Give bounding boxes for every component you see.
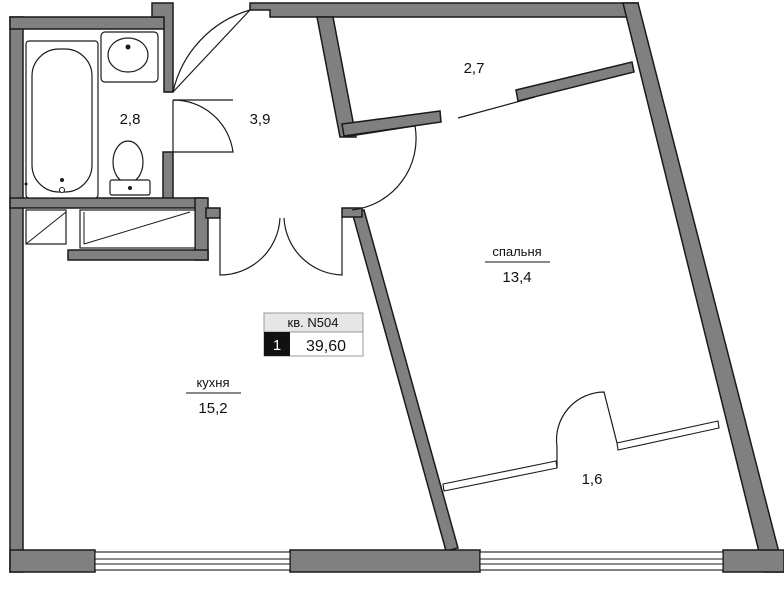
balcony-area: 1,6	[582, 471, 603, 488]
wardrobe-wall-right	[515, 61, 635, 102]
total-area: 39,60	[306, 338, 346, 355]
apartment-number: кв. N504	[288, 315, 339, 330]
bathroom-fixtures	[24, 31, 159, 199]
bedroom-door-jamb	[341, 207, 363, 218]
bath-bottom-wall	[9, 197, 207, 209]
outer-wall-right	[622, 2, 784, 573]
bedroom-door	[343, 125, 417, 211]
rooms-count: 1	[273, 337, 281, 354]
bedroom-area: 13,4	[502, 269, 531, 286]
outer-wall-top-bath	[9, 16, 169, 30]
hall-door-jamb	[205, 207, 221, 219]
sink-bowl	[107, 37, 149, 73]
balcony-door	[555, 391, 618, 468]
bathtub-inner	[31, 48, 93, 193]
kitchen-counter-left	[25, 209, 67, 245]
bedroom-window	[479, 551, 724, 571]
room-labels: 2,8 3,9 2,7 спальня 13,4 кухня 15,2 1,6	[120, 60, 603, 488]
kitchen-area: 15,2	[198, 400, 227, 417]
bathroom-area: 2,8	[120, 111, 141, 128]
wardrobe-wall-left	[341, 110, 442, 137]
windows	[94, 420, 724, 571]
outer-wall-left	[9, 16, 24, 573]
hall-area: 3,9	[250, 111, 271, 128]
wardrobe-area: 2,7	[464, 60, 485, 77]
wardrobe-slider	[457, 96, 536, 119]
kitchen-top-wall	[67, 249, 209, 261]
kitchen-name: кухня	[196, 375, 229, 390]
bathroom-door	[172, 99, 234, 153]
outer-wall-bottom-mid	[289, 549, 481, 573]
kitchen-fixtures	[25, 209, 196, 249]
kitchen-door-right	[283, 217, 343, 276]
bedroom-kitchen-wall	[351, 209, 459, 552]
kitchen-window	[94, 551, 291, 571]
outer-wall-bottom-left	[9, 549, 96, 573]
balcony-rail-right	[616, 420, 720, 451]
outer-wall-bottom-right	[722, 549, 784, 573]
bedroom-name: спальня	[492, 244, 541, 259]
doors	[164, 9, 618, 468]
entrance-door	[172, 9, 251, 93]
wardrobe-slanted-wall	[316, 16, 357, 138]
kitchen-door-left	[219, 217, 281, 276]
walls	[9, 2, 784, 573]
outer-wall-top-right	[249, 2, 639, 18]
balcony-rail-left	[442, 460, 558, 492]
toilet-bowl	[112, 140, 144, 184]
rooms-count-box	[264, 332, 290, 356]
apartment-badge: кв. N504 1 39,60	[263, 312, 364, 357]
